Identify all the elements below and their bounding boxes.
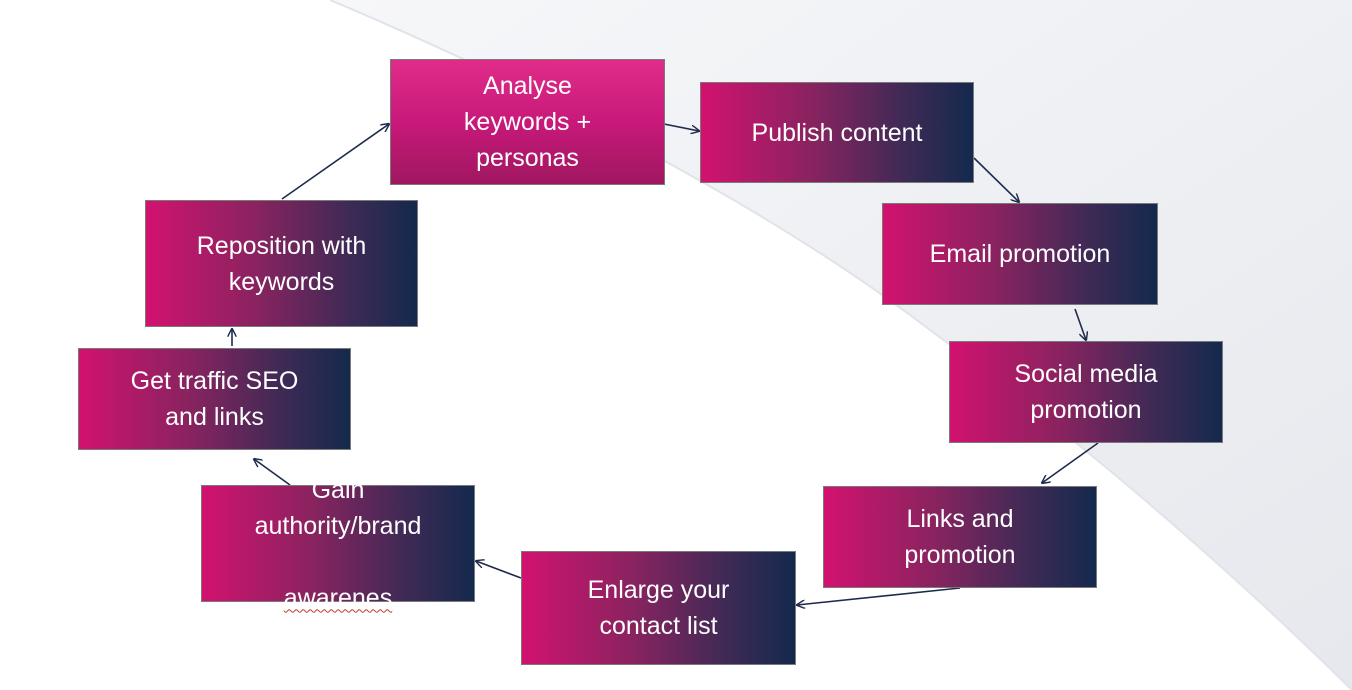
node-publish-content-label: Publish content [751,118,923,147]
arrow-email-to-social [1074,308,1086,340]
node-email-promotion-label: Email promotion [929,240,1111,268]
node-gain-authority-label: Gain authority/brand awarenes [255,436,422,652]
background-swoosh-shape [330,0,1352,690]
node-email-promotion: Email promotion [882,203,1158,305]
node-enlarge-contact-list-label: Enlarge your contact list [587,576,730,640]
arrow-links-to-enlarge [797,587,961,605]
node-gain-authority: Gain authority/brand awarenes [201,476,475,612]
arrow-publish-to-email [973,157,1019,202]
node-social-media-promotion: Social media promotion [949,341,1223,443]
node-get-traffic-label: Get traffic SEO and links [130,367,299,431]
node-reposition-keywords-label: Reposition with keywords [196,231,367,296]
node-social-media-promotion-label: Social media promotion [1014,360,1158,424]
node-analyse-keywords-label: Analyse keywords + personas [463,72,592,172]
arrow-gain-to-traffic [254,459,291,486]
node-gain-authority-label-main: Gain authority/brand [254,475,422,540]
arrow-reposition-to-analyse [281,124,389,200]
node-get-traffic: Get traffic SEO and links [78,348,351,450]
node-links-and-promotion: Links and promotion [823,486,1097,588]
node-links-and-promotion-label: Links and promotion [904,505,1016,569]
node-enlarge-contact-list: Enlarge your contact list [521,551,796,665]
node-analyse-keywords: Analyse keywords + personas [390,59,665,185]
arrow-social-to-links [1042,442,1099,483]
node-gain-authority-label-misspelled: awarenes [283,583,393,612]
arrow-enlarge-to-gain [476,561,522,579]
node-publish-content: Publish content [700,82,974,183]
arrow-analyse-to-publish [663,123,699,131]
node-reposition-keywords: Reposition with keywords [145,200,418,327]
